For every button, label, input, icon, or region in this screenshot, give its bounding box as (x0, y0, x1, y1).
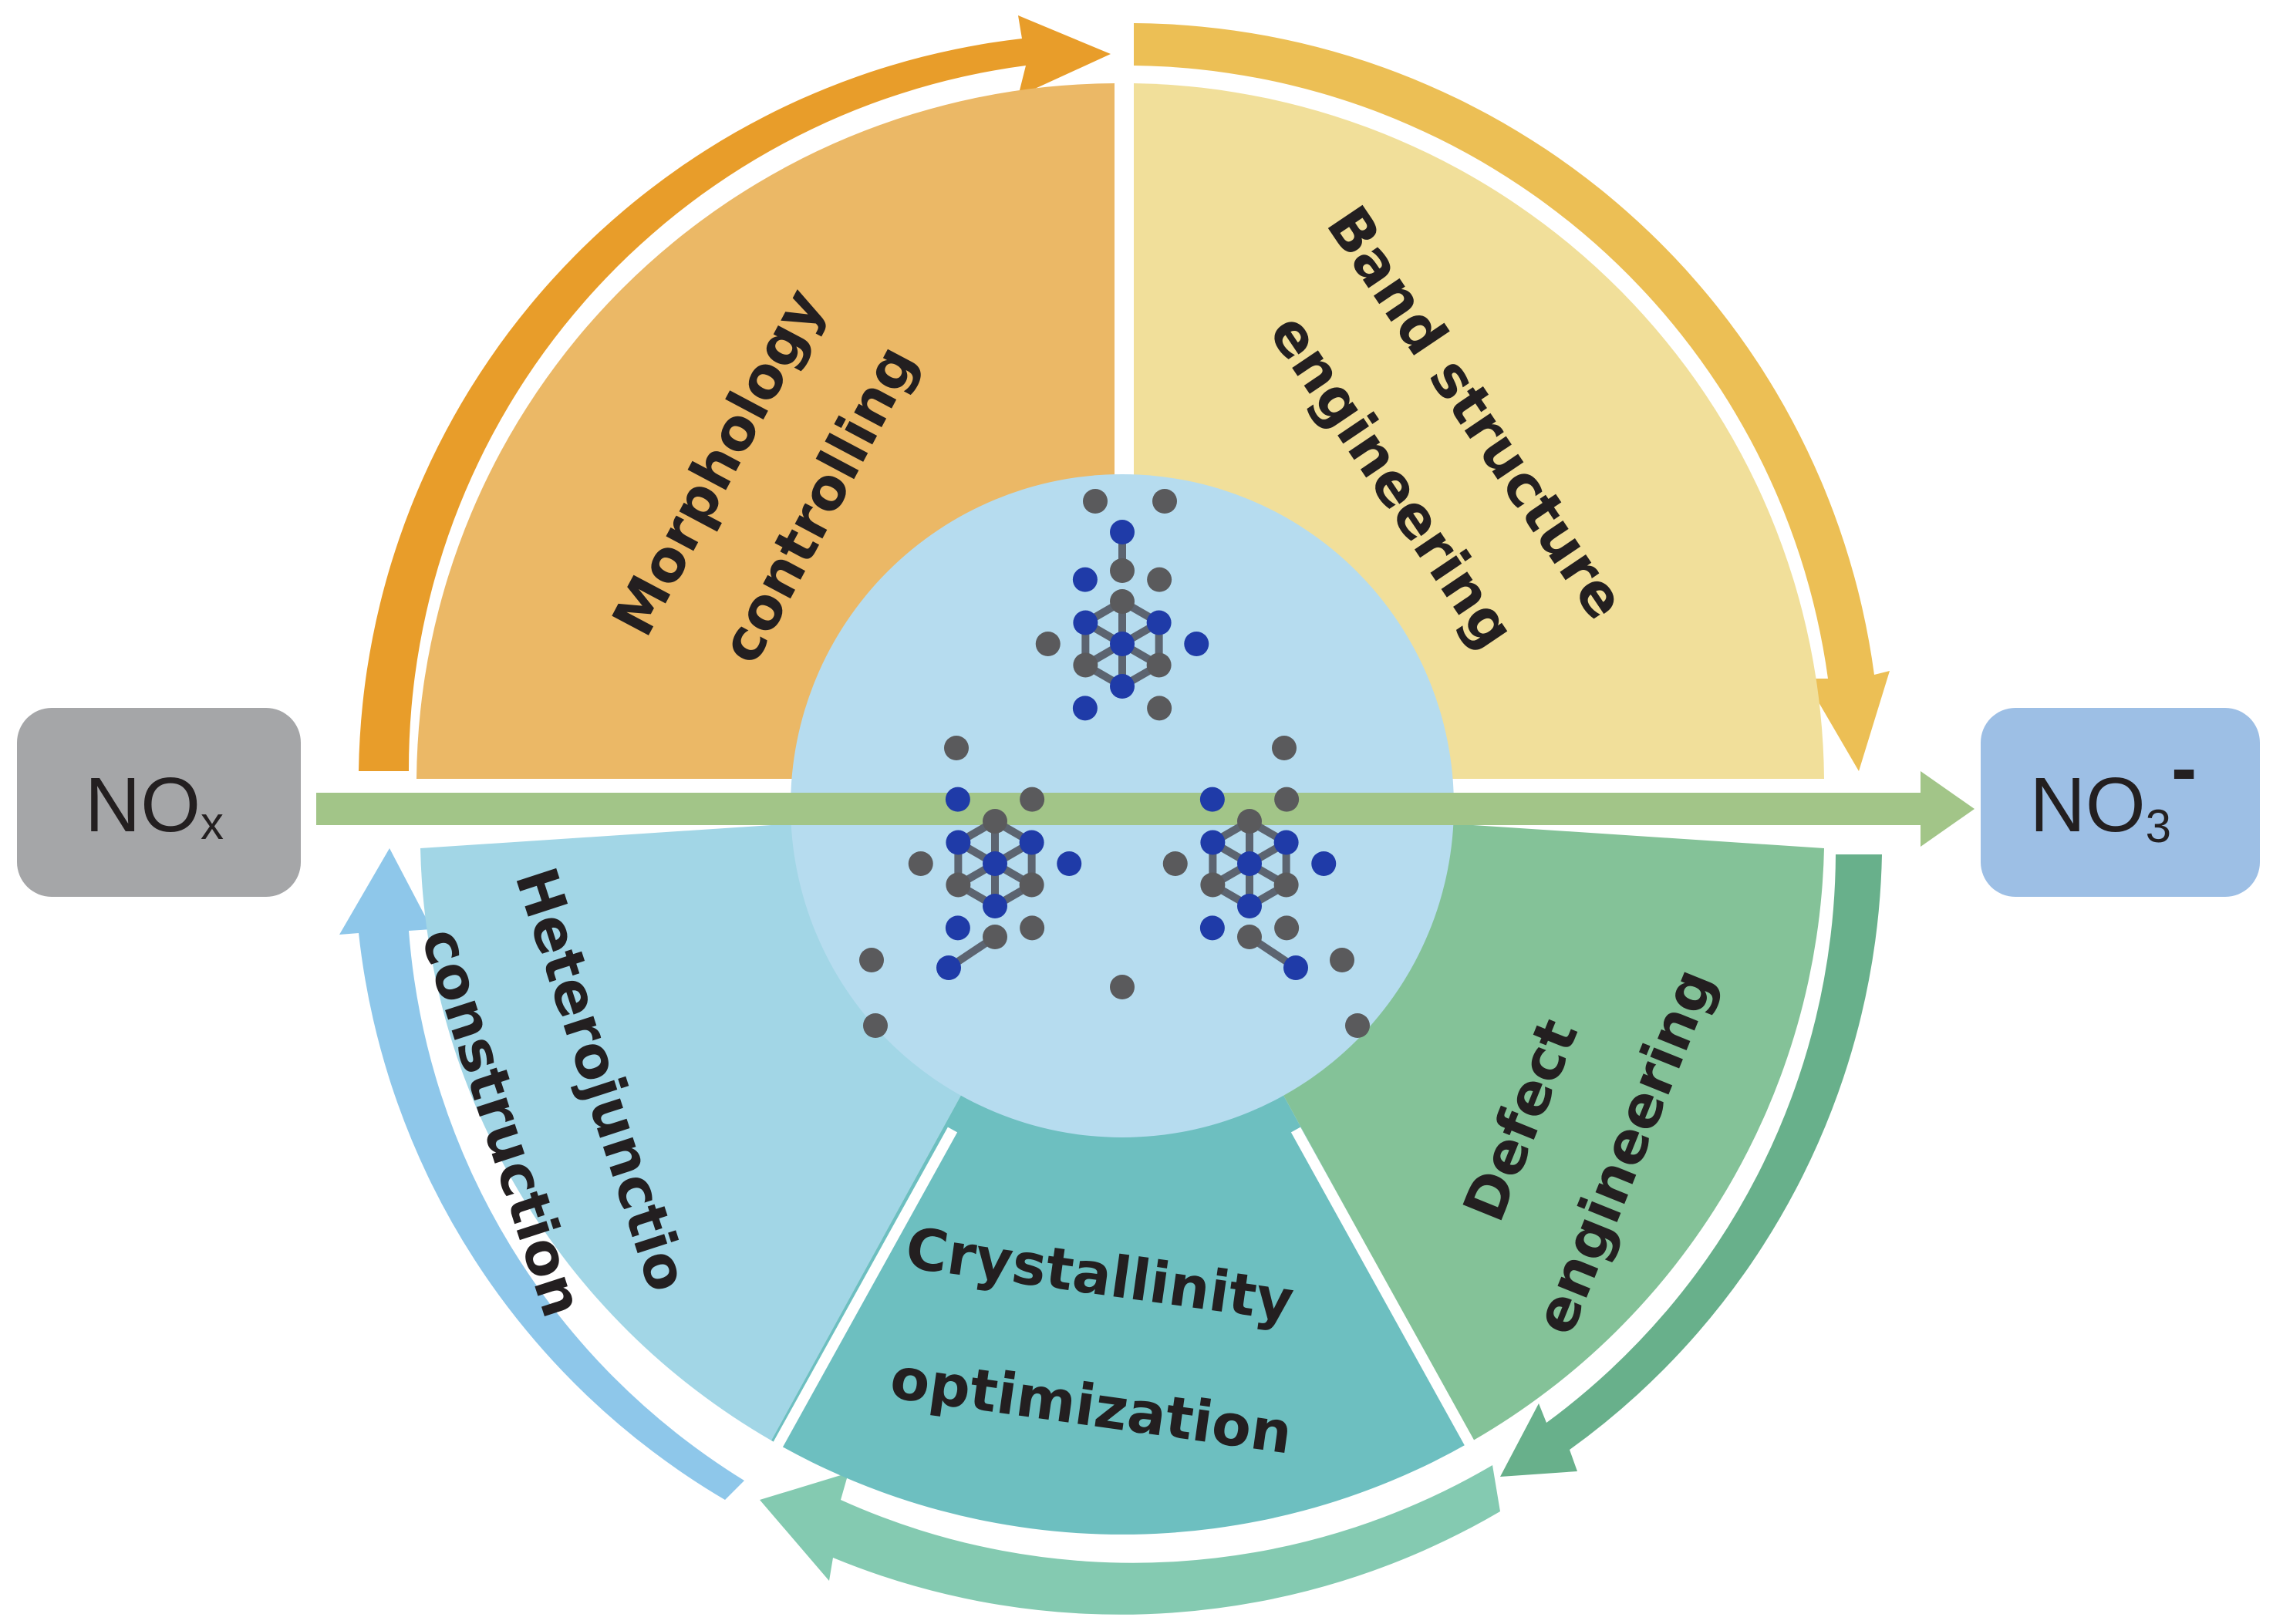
nitrogen-atom-icon (945, 787, 970, 812)
carbon-atom-icon (1146, 652, 1172, 678)
carbon-atom-icon (1237, 809, 1262, 834)
band-arrow-icon (1134, 23, 1890, 771)
carbon-atom-icon (1274, 915, 1300, 941)
carbon-atom-icon (1273, 872, 1299, 898)
carbon-atom-icon (1020, 787, 1045, 812)
carbon-atom-icon (1035, 632, 1061, 656)
carbon-atom-icon (1274, 787, 1300, 812)
nitrogen-atom-icon (1110, 632, 1135, 656)
carbon-atom-icon (1345, 1013, 1370, 1038)
defect-arrow-icon (1500, 854, 1882, 1477)
crystallinity-segment (771, 825, 1473, 1535)
carbon-atom-icon (1073, 652, 1098, 678)
cycle-arrows (339, 15, 1890, 1615)
process-arrow-icon (316, 771, 1975, 847)
carbon-atom-icon (1272, 736, 1297, 760)
nitrogen-atom-icon (1199, 915, 1225, 941)
carbon-atom-icon (1110, 975, 1135, 999)
nitrogen-atom-icon (946, 830, 971, 855)
nitrogen-atom-icon (983, 894, 1007, 918)
output-label: NO3- (2030, 725, 2197, 852)
carbon-atom-icon (1110, 558, 1135, 583)
carbon-atom-icon (1020, 915, 1045, 941)
nitrogen-atom-icon (1073, 610, 1098, 635)
carbon-atom-icon (1200, 872, 1226, 898)
carbon-atom-icon (859, 948, 884, 972)
morphology-arrow-icon (359, 15, 1111, 771)
carbon-atom-icon (1019, 872, 1044, 898)
nitrogen-atom-icon (1283, 955, 1308, 980)
divider (1290, 1127, 1479, 1453)
nitrogen-atom-icon (1237, 851, 1262, 876)
carbon-atom-icon (1083, 489, 1108, 514)
nitrogen-atom-icon (1110, 674, 1135, 699)
carbon-atom-icon (983, 925, 1007, 949)
heterojunction-arrow-icon (339, 848, 744, 1500)
nitrogen-atom-icon (1146, 610, 1172, 635)
carbon-atom-icon (1162, 851, 1188, 876)
nitrogen-atom-icon (945, 915, 970, 941)
nitrogen-atom-icon (1237, 894, 1262, 918)
nitrogen-atom-icon (1019, 830, 1044, 855)
nitrogen-atom-icon (1184, 632, 1209, 656)
nitrogen-atom-icon (1311, 851, 1337, 876)
nitrogen-atom-icon (1072, 567, 1098, 592)
nitrogen-atom-icon (1199, 787, 1225, 812)
carbon-atom-icon (944, 736, 969, 760)
carbon-atom-icon (1152, 489, 1177, 514)
input-label: NOx (85, 762, 224, 849)
nitrogen-atom-icon (1057, 851, 1082, 876)
carbon-atom-icon (1110, 589, 1135, 614)
carbon-nitride-molecule-icon (859, 489, 1370, 1038)
nitrogen-atom-icon (1200, 830, 1226, 855)
nitrogen-atom-icon (936, 955, 961, 980)
nitrogen-atom-icon (1072, 696, 1098, 721)
carbon-atom-icon (1147, 567, 1172, 592)
carbon-atom-icon (946, 872, 971, 898)
carbon-atom-icon (1330, 948, 1354, 972)
output-box (1981, 708, 2260, 897)
divider (770, 1127, 958, 1453)
carbon-atom-icon (983, 809, 1007, 834)
carbon-atom-icon (1147, 696, 1172, 721)
nitrogen-atom-icon (1110, 520, 1135, 544)
input-box (17, 708, 301, 897)
carbon-atom-icon (863, 1013, 888, 1038)
carbon-atom-icon (1237, 925, 1262, 949)
nitrogen-atom-icon (1273, 830, 1299, 855)
crystallinity-arrow-icon (760, 1465, 1500, 1615)
nitrogen-atom-icon (983, 851, 1007, 876)
carbon-atom-icon (908, 851, 933, 876)
